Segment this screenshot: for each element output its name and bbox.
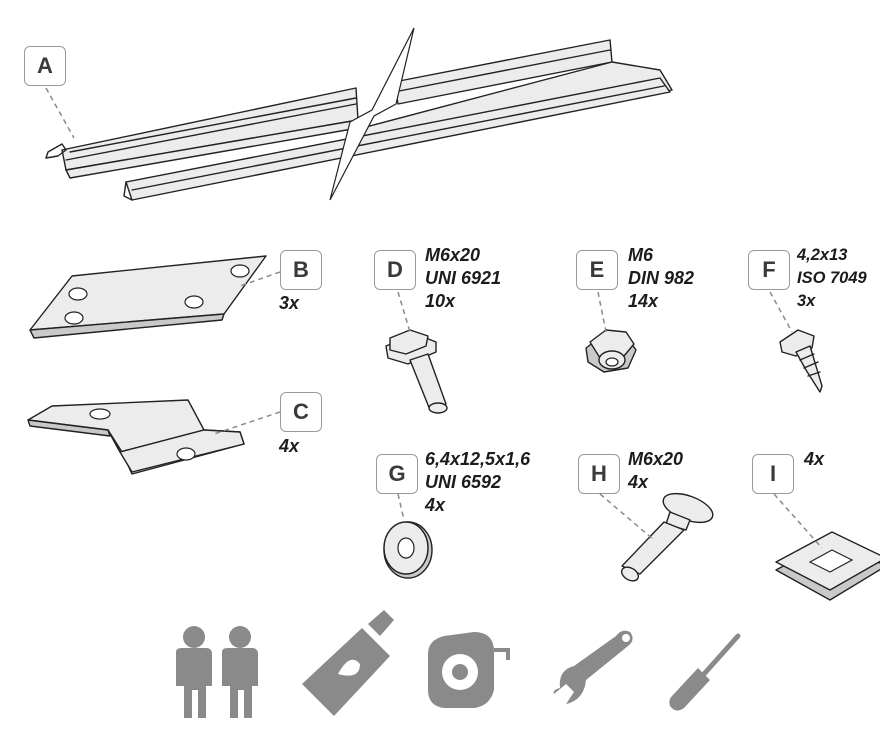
label-i: I (752, 454, 794, 494)
qty-c: 4x (279, 436, 300, 456)
part-d-flange-bolt (385, 329, 448, 414)
screwdriver-icon (669, 633, 741, 711)
spec-e: M6 DIN 982 14x (628, 244, 694, 313)
part-h-carriage-bolt (620, 492, 714, 582)
part-g-washer (383, 521, 433, 579)
two-persons-icon (176, 626, 258, 718)
part-b-flat-plate (29, 255, 267, 339)
spec-d-line-2: UNI 6921 (425, 268, 502, 288)
spec-g-line-2: UNI 6592 (425, 472, 502, 492)
spec-e-line-3: 14x (628, 291, 659, 311)
part-i-square-washer (775, 531, 880, 601)
spec-e-line-1: M6 (628, 245, 654, 265)
sealant-tube-icon (302, 610, 394, 716)
part-f-tapping-screw (779, 329, 823, 393)
spec-h-line-2: 4x (628, 472, 649, 492)
spec-d-line-1: M6x20 (425, 245, 481, 265)
label-h: H (578, 454, 620, 494)
label-e: E (576, 250, 618, 290)
spec-g-line-1: 6,4x12,5x1,6 (425, 449, 531, 469)
part-a-profile-rail (45, 27, 673, 201)
label-b: B (280, 250, 322, 290)
spec-d: M6x20 UNI 6921 10x (425, 244, 501, 313)
label-f: F (748, 250, 790, 290)
label-a: A (24, 46, 66, 86)
spec-f-line-1: 4,2x13 (797, 246, 848, 264)
part-e-lock-nut (585, 329, 637, 373)
spec-f-line-3: 3x (797, 292, 816, 310)
tape-measure-icon (428, 632, 510, 708)
qty-i: 4x (804, 449, 825, 469)
spec-g: 6,4x12,5x1,6 UNI 6592 4x (425, 448, 530, 517)
part-c-angle-bracket (27, 399, 245, 475)
spec-h-line-1: M6x20 (628, 449, 684, 469)
label-g: G (376, 454, 418, 494)
spec-f-line-2: ISO 7049 (797, 269, 867, 287)
leader-lines (45, 87, 823, 549)
label-c: C (280, 392, 322, 432)
spec-d-line-3: 10x (425, 291, 456, 311)
spec-g-line-3: 4x (425, 495, 446, 515)
qty-b: 3x (279, 293, 300, 313)
label-d: D (374, 250, 416, 290)
spec-f: 4,2x13 ISO 7049 3x (797, 244, 867, 313)
spec-h: M6x20 4x (628, 448, 683, 494)
wrench-icon (553, 630, 633, 704)
spec-e-line-2: DIN 982 (628, 268, 695, 288)
